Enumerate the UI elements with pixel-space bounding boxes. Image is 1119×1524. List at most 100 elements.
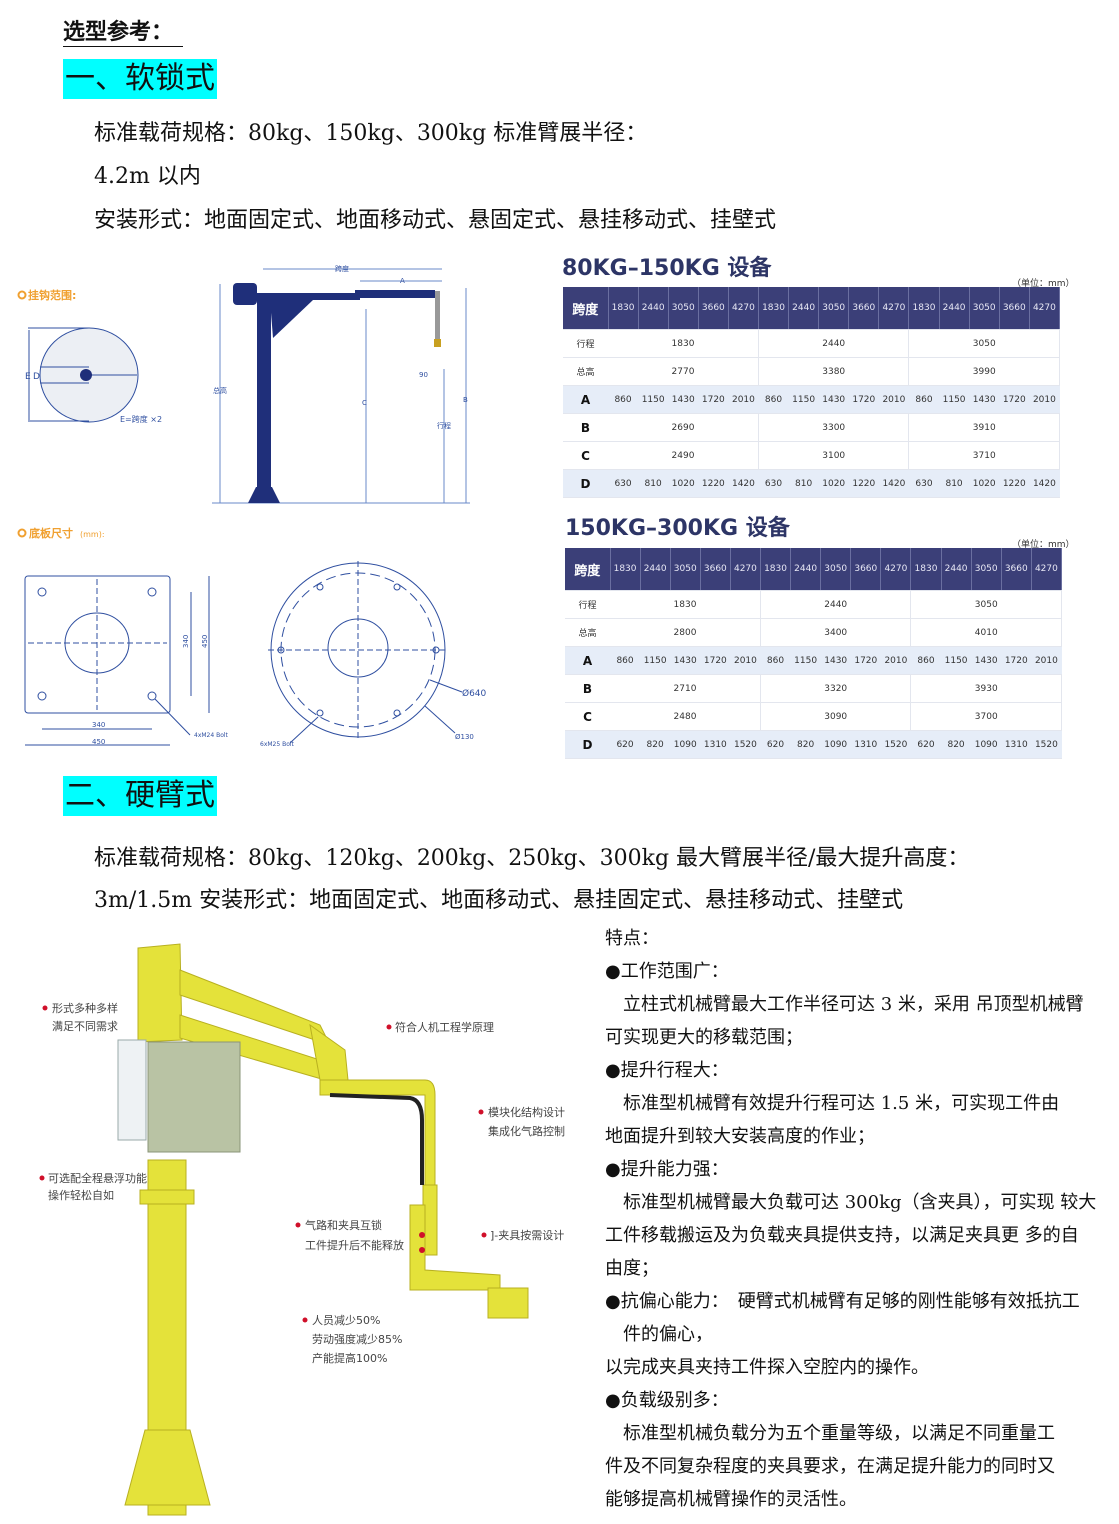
table-cell: 3700 — [910, 702, 1062, 731]
table-cell: 1830 — [608, 329, 759, 358]
table-cell: 810 — [788, 469, 819, 498]
table-cell: 1430 — [971, 646, 1002, 675]
base-plate-unit: (mm): — [80, 530, 105, 539]
e-formula: E=跨度 ×2 — [120, 414, 162, 424]
callout-bullet-icons — [39, 1005, 487, 1323]
dim-90: 90 — [419, 371, 428, 379]
spec-line: 4.2m 以内 — [94, 164, 201, 189]
dim-450-horizontal: 450 — [92, 738, 105, 746]
header-label: 跨度 — [565, 548, 611, 591]
row-label: C — [565, 702, 610, 731]
span-header-cell: 1830 — [610, 548, 641, 591]
table-cell: 2010 — [1031, 646, 1062, 675]
table-cell: 2010 — [728, 385, 759, 414]
table-cell: 620 — [760, 730, 791, 759]
balancer-cable-icon — [435, 291, 440, 346]
table-cell: 1420 — [1029, 469, 1060, 498]
span-header-cell: 2440 — [788, 287, 820, 330]
feature-line: 标准型机械臂最大负载可达 300kg（含夹具），可实现 较大 — [605, 1192, 1097, 1213]
span-header-cell: 3050 — [971, 548, 1002, 591]
base-plate-label: 底板尺寸 — [29, 526, 73, 540]
crane-dimension-drawing: 挂钩范围: 底板尺寸 (mm): E D E=跨度 ×2 — [17, 264, 487, 748]
feature-line: 可实现更大的移载范围； — [605, 1027, 803, 1048]
table-cell: 1520 — [730, 730, 761, 759]
span-header-cell: 3660 — [698, 287, 729, 330]
feature-line: 标准型机械负载分为五个重量等级，以满足不同重量工 — [605, 1423, 1055, 1444]
table-cell: 3050 — [910, 590, 1062, 619]
span-header-cell: 2440 — [941, 548, 972, 591]
feature-line: 能够提高机械臂操作的灵活性。 — [605, 1489, 857, 1510]
dim-340-horizontal: 340 — [92, 721, 105, 729]
hook-icon — [434, 339, 441, 347]
feature-line: 由度； — [605, 1258, 659, 1279]
feature-line: ●提升能力强： — [605, 1159, 729, 1180]
table-cell: 820 — [790, 730, 821, 759]
table-cell: 1150 — [790, 646, 821, 675]
span-header-cell: 4270 — [878, 287, 910, 330]
span-header-cell: 3050 — [668, 287, 699, 330]
e-label: E — [25, 372, 31, 382]
feature-line: ●抗偏心能力： 硬臂式机械臂有足够的刚性能够有效抵抗工 — [605, 1291, 1080, 1312]
outer-diameter-label: Ø640 — [462, 688, 487, 699]
row-label: 总高 — [565, 618, 610, 647]
table-cell: 1830 — [610, 590, 761, 619]
header-label: 跨度 — [563, 287, 609, 330]
row-label: A — [563, 385, 608, 414]
callout-text: 气路和夹具互锁 — [305, 1218, 382, 1232]
table-cell: 1020 — [668, 469, 699, 498]
rigid-arm-illustration: 形式多种多样 满足不同需求 符合人机工程学原理 模块化结构设计 集成化气路控制 … — [39, 943, 565, 1516]
table-cell: 1430 — [969, 385, 1000, 414]
table-cell: 3320 — [760, 674, 912, 703]
callout-text: 可选配全程悬浮功能 — [48, 1171, 147, 1185]
span-header-cell: 1830 — [760, 548, 792, 591]
span-header-cell: 1830 — [910, 548, 942, 591]
table-cell: 1220 — [848, 469, 879, 498]
table-cell: 3930 — [910, 674, 1062, 703]
air-hose-icon — [329, 1093, 424, 1185]
table-unit: （单位：mm） — [1012, 279, 1075, 289]
table-cell: 860 — [908, 385, 940, 414]
spec-line: 3m/1.5m 安装形式：地面固定式、地面移动式、悬挂固定式、悬挂移动式、挂壁式 — [94, 888, 904, 913]
table-cell: 2690 — [608, 413, 759, 442]
callout-text: ]-夹具按需设计 — [490, 1228, 564, 1242]
table-cell: 820 — [941, 730, 972, 759]
table-cell: 1310 — [850, 730, 881, 759]
row-label: C — [563, 441, 608, 470]
table-cell: 2440 — [758, 329, 910, 358]
table-cell: 3090 — [760, 702, 912, 731]
span-header-cell: 4270 — [728, 287, 759, 330]
table-cell: 1020 — [818, 469, 849, 498]
table-cell: 1220 — [999, 469, 1030, 498]
table-cell: 1720 — [848, 385, 879, 414]
table-cell: 2800 — [610, 618, 761, 647]
table-cell: 860 — [758, 385, 789, 414]
table-cell: 810 — [939, 469, 970, 498]
span-header-cell: 2440 — [640, 548, 671, 591]
section-heading-rigid-arm: 二、硬臂式 — [63, 776, 217, 816]
c-label: C — [362, 399, 367, 407]
table-cell: 2010 — [880, 646, 911, 675]
b-label: B — [463, 396, 468, 404]
table-cell: 630 — [608, 469, 639, 498]
table-title: 80KG–150KG 设备 — [562, 256, 772, 281]
table-cell: 3910 — [908, 413, 1060, 442]
row-label: B — [565, 674, 610, 703]
total-height-label: 总高 — [213, 386, 227, 395]
table-cell: 1520 — [880, 730, 911, 759]
d-label: D — [33, 372, 40, 382]
table-cell: 620 — [610, 730, 641, 759]
table-cell: 1150 — [941, 646, 972, 675]
feature-line: 工件移载搬运及为负载夹具提供支持，以满足夹具更 多的自 — [605, 1225, 1079, 1246]
table-cell: 2010 — [730, 646, 761, 675]
span-header-cell: 3050 — [820, 548, 852, 591]
